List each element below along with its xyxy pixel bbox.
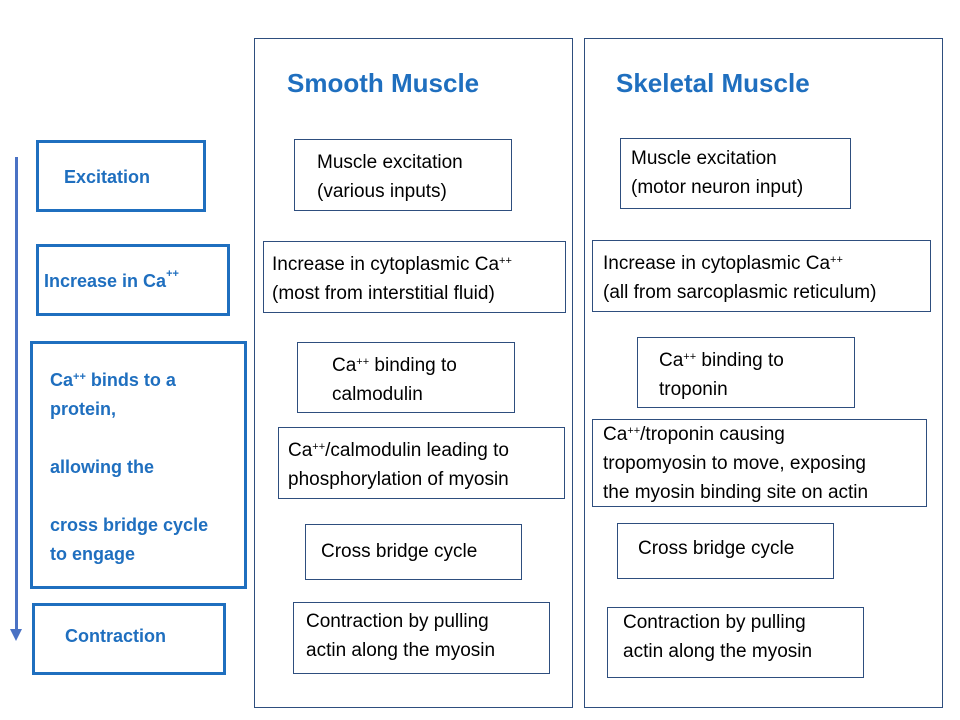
step-text: actin along the myosin bbox=[306, 640, 496, 661]
step-text: troponin bbox=[659, 379, 728, 400]
stage-contraction-label: Contraction bbox=[65, 626, 166, 646]
step-text: Ca++/troponin causing bbox=[603, 424, 785, 445]
skeletal-muscle-title: Skeletal Muscle bbox=[616, 68, 810, 98]
skeletal-step-tropomyosin: Ca++/troponin causing tropomyosin to mov… bbox=[592, 419, 927, 507]
step-text: (motor neuron input) bbox=[631, 177, 804, 198]
step-text: phosphorylation of myosin bbox=[288, 469, 509, 490]
skeletal-step-binding: Ca++ binding to troponin bbox=[637, 337, 855, 408]
stage-binds-spacer bbox=[50, 424, 244, 453]
step-text: tropomyosin to move, exposing bbox=[603, 453, 866, 474]
smooth-muscle-title: Smooth Muscle bbox=[287, 68, 480, 98]
step-text: Ca++/calmodulin leading to bbox=[288, 440, 509, 461]
step-text: Contraction by pulling bbox=[623, 612, 806, 633]
stage-excitation: Excitation bbox=[36, 140, 206, 212]
smooth-step-contraction: Contraction by pulling actin along the m… bbox=[293, 602, 550, 674]
step-text: Increase in cytoplasmic Ca++ bbox=[603, 253, 843, 274]
step-text: Increase in cytoplasmic Ca++ bbox=[272, 254, 512, 275]
smooth-step-phosphorylation: Ca++/calmodulin leading to phosphorylati… bbox=[278, 427, 565, 499]
stage-binds-line-4: cross bridge cycle bbox=[50, 515, 209, 535]
stage-contraction: Contraction bbox=[32, 603, 226, 675]
skeletal-step-excitation: Muscle excitation (motor neuron input) bbox=[620, 138, 851, 209]
step-text: (all from sarcoplasmic reticulum) bbox=[603, 282, 877, 303]
step-text: (various inputs) bbox=[317, 181, 447, 202]
stage-ca-binds: Ca++ binds to a protein, allowing the cr… bbox=[30, 341, 247, 589]
stage-binds-line-2: protein, bbox=[50, 399, 116, 419]
stage-binds-line-5: to engage bbox=[50, 544, 136, 564]
stage-binds-line-3: allowing the bbox=[50, 457, 155, 477]
step-text: Muscle excitation bbox=[631, 148, 777, 169]
smooth-step-excitation: Muscle excitation (various inputs) bbox=[294, 139, 512, 211]
stage-increase-label: Increase in Ca++ bbox=[44, 268, 179, 291]
skeletal-step-cross-bridge: Cross bridge cycle bbox=[617, 523, 834, 579]
stage-excitation-label: Excitation bbox=[64, 167, 151, 187]
step-text: actin along the myosin bbox=[623, 641, 813, 662]
step-text: Cross bridge cycle bbox=[638, 538, 795, 559]
progression-arrow-line bbox=[15, 157, 18, 631]
step-text: Ca++ binding to bbox=[659, 350, 784, 371]
stage-binds-spacer bbox=[50, 482, 244, 511]
step-text: Muscle excitation bbox=[317, 152, 463, 173]
step-text: calmodulin bbox=[332, 384, 423, 405]
step-text: Ca++ binding to bbox=[332, 355, 457, 376]
smooth-step-increase: Increase in cytoplasmic Ca++ (most from … bbox=[263, 241, 566, 313]
step-text: Contraction by pulling bbox=[306, 611, 489, 632]
smooth-step-binding: Ca++ binding to calmodulin bbox=[297, 342, 515, 413]
step-text: Cross bridge cycle bbox=[321, 541, 478, 562]
progression-arrow-head bbox=[10, 629, 22, 641]
smooth-step-cross-bridge: Cross bridge cycle bbox=[305, 524, 522, 580]
stage-increase-ca: Increase in Ca++ bbox=[36, 244, 230, 316]
skeletal-step-contraction: Contraction by pulling actin along the m… bbox=[607, 607, 864, 678]
step-text: the myosin binding site on actin bbox=[603, 482, 869, 503]
skeletal-step-increase: Increase in cytoplasmic Ca++ (all from s… bbox=[592, 240, 931, 312]
stage-binds-line-1: Ca++ binds to a bbox=[50, 370, 176, 390]
step-text: (most from interstitial fluid) bbox=[272, 283, 495, 304]
